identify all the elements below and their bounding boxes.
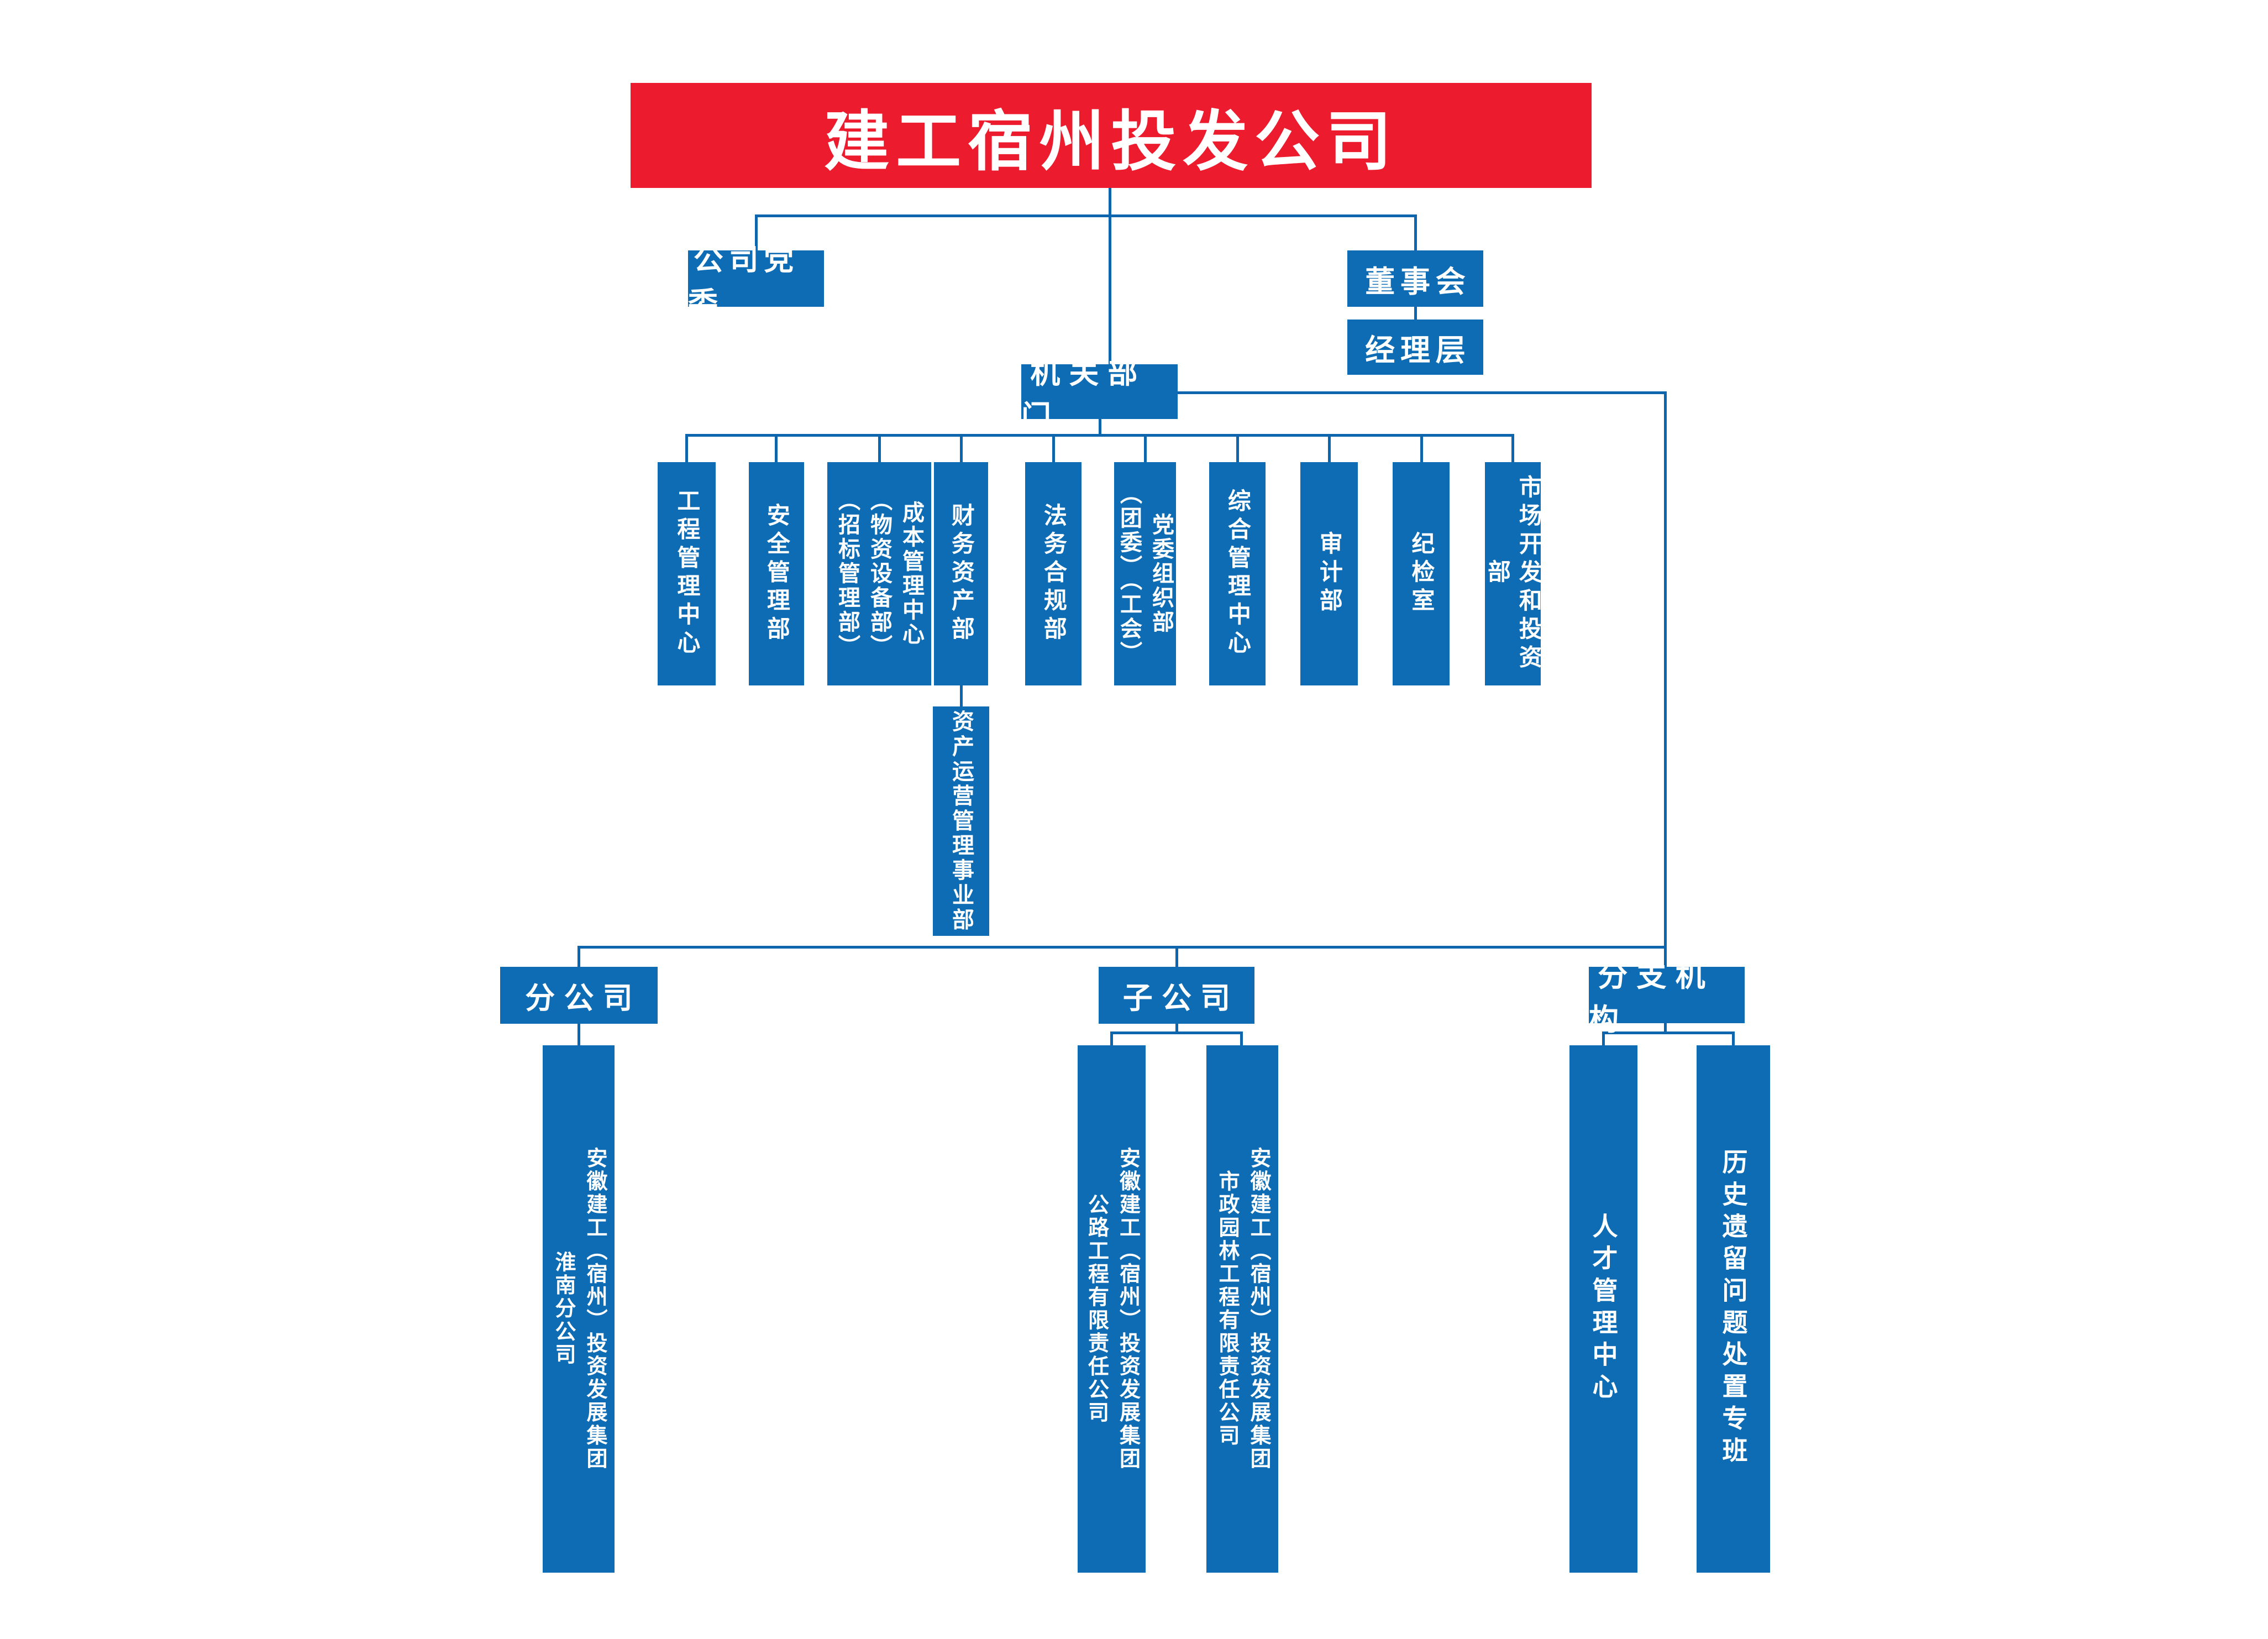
org-node-legacy-issues-taskforce: 历史遗留问题处置专班	[1697, 1045, 1770, 1573]
connector-subsidiary-child-2	[1240, 1031, 1243, 1045]
connector-dept-drop-10	[1511, 434, 1514, 462]
org-node-subsidiary-header: 子公司	[1099, 967, 1254, 1024]
org-node-dept-legal-compliance: 法务合规部	[1025, 462, 1082, 685]
org-node-huainan-branch: 安徽建工（宿州）投资发展集团 淮南分公司	[543, 1045, 615, 1573]
connector-finance-asset	[960, 685, 963, 706]
connector-board-drop	[1414, 214, 1417, 251]
org-node-dept-cost-materials-bidding: 成本管理中心 （物资设备部） （招标管理部）	[827, 462, 931, 685]
org-node-dept-audit: 审计部	[1300, 462, 1358, 685]
org-node-institution-header: 分支机构	[1589, 960, 1745, 1036]
dept-label: 综合管理中心	[1225, 489, 1251, 659]
org-node-dept-finance-assets: 财务资产部	[934, 462, 988, 685]
dept-label: 法务合规部	[1041, 502, 1067, 645]
connector-institution-stub	[1664, 1023, 1667, 1033]
connector-subsidiary-bus	[1110, 1031, 1243, 1034]
dept-label: 审计部	[1316, 531, 1343, 616]
org-node-management: 经理层	[1347, 320, 1483, 375]
org-node-board: 董事会	[1347, 250, 1483, 307]
org-node-dept-general-management: 综合管理中心	[1209, 462, 1266, 685]
org-node-talent-management-center: 人才管理中心	[1569, 1045, 1637, 1573]
connector-subsidiary-drop	[1175, 946, 1178, 967]
org-node-dept-safety: 安全管理部	[749, 462, 804, 685]
org-node-highway-engineering-co: 安徽建工（宿州）投资发展集团 公路工程有限责任公司	[1078, 1045, 1146, 1573]
dept-label: 安全管理部	[764, 502, 790, 645]
connector-subsidiary-child-1	[1110, 1031, 1113, 1045]
org-root-title: 建工宿州投发公司	[631, 83, 1592, 188]
connector-branch-drop	[578, 946, 580, 967]
connector-hq-drop	[1099, 419, 1101, 436]
asset-division-label: 资产运营管理事业部	[949, 709, 973, 933]
dept-label: 市场开发和投资部	[1484, 474, 1542, 673]
org-node-dept-market-investment: 市场开发和投资部	[1484, 462, 1542, 685]
connector-institution-child-1	[1602, 1031, 1605, 1045]
unit-label: 人才管理中心	[1589, 1213, 1618, 1405]
company-label: 安徽建工（宿州）投资发展集团 淮南分公司	[552, 1147, 606, 1471]
connector-dept-drop-1	[685, 434, 688, 462]
org-node-dept-party-organization: 党委组织部 （团委）（工会）	[1114, 462, 1176, 685]
dept-label: 党委组织部 （团委）（工会）	[1117, 482, 1173, 666]
org-node-municipal-garden-co: 安徽建工（宿州）投资发展集团 市政园林工程有限责任公司	[1206, 1045, 1278, 1573]
connector-institution-bus	[1602, 1031, 1735, 1034]
company-label: 安徽建工（宿州）投资发展集团 市政园林工程有限责任公司	[1215, 1147, 1270, 1471]
connector-bottom-bus	[578, 946, 1667, 949]
connector-dept-drop-3	[878, 434, 881, 462]
connector-hq-right	[1178, 391, 1667, 394]
connector-dept-drop-8	[1328, 434, 1331, 462]
connector-root-to-hq	[1109, 188, 1111, 364]
connector-dept-drop-7	[1236, 434, 1239, 462]
connector-board-management	[1414, 307, 1417, 320]
connector-dept-bus	[685, 434, 1513, 437]
connector-riser-institution	[1664, 391, 1667, 967]
org-node-branch-company-header: 分公司	[500, 967, 658, 1024]
dept-label: 工程管理中心	[674, 489, 700, 659]
org-node-party-committee: 公司党委	[688, 243, 824, 320]
connector-subsidiary-stub	[1175, 1024, 1178, 1034]
connector-top-split	[755, 214, 1416, 217]
dept-label: 成本管理中心 （物资设备部） （招标管理部）	[835, 489, 923, 659]
connector-dept-drop-5	[1052, 434, 1055, 462]
connector-party-drop	[755, 214, 758, 251]
company-label: 安徽建工（宿州）投资发展集团 公路工程有限责任公司	[1084, 1147, 1140, 1471]
org-node-hq-departments: 机关部门	[1021, 357, 1178, 433]
connector-branch-child	[578, 1024, 580, 1045]
connector-dept-drop-2	[775, 434, 778, 462]
dept-label: 财务资产部	[948, 502, 975, 645]
org-node-dept-discipline-inspection: 纪检室	[1393, 462, 1450, 685]
connector-dept-drop-6	[1144, 434, 1147, 462]
connector-dept-drop-4	[960, 434, 963, 462]
connector-institution-child-2	[1732, 1031, 1735, 1045]
connector-dept-drop-9	[1420, 434, 1423, 462]
org-node-asset-operation-division: 资产运营管理事业部	[933, 706, 989, 936]
dept-label: 纪检室	[1408, 531, 1435, 616]
unit-label: 历史遗留问题处置专班	[1719, 1149, 1748, 1469]
org-node-dept-engineering: 工程管理中心	[658, 462, 716, 685]
